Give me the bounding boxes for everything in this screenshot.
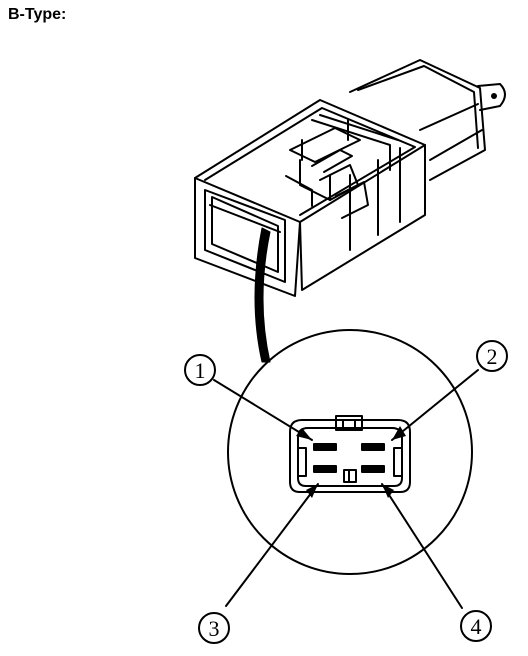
callout-3: 3 — [198, 612, 230, 644]
callout-2-label: 2 — [487, 344, 498, 369]
callout-3-label: 3 — [209, 616, 220, 641]
diagram-title: B-Type: — [8, 6, 67, 23]
connector-body — [194, 59, 506, 297]
callout-4: 4 — [460, 610, 492, 642]
callout-1: 1 — [184, 354, 216, 386]
callout-arrowheads — [296, 426, 406, 498]
callout-4-label: 4 — [471, 614, 482, 639]
callout-leaders — [213, 369, 479, 609]
callout-2: 2 — [476, 340, 508, 372]
magnified-view-circle — [227, 329, 473, 575]
callout-1-label: 1 — [195, 358, 206, 383]
magnify-leader — [254, 227, 271, 363]
connector-face — [289, 415, 411, 493]
